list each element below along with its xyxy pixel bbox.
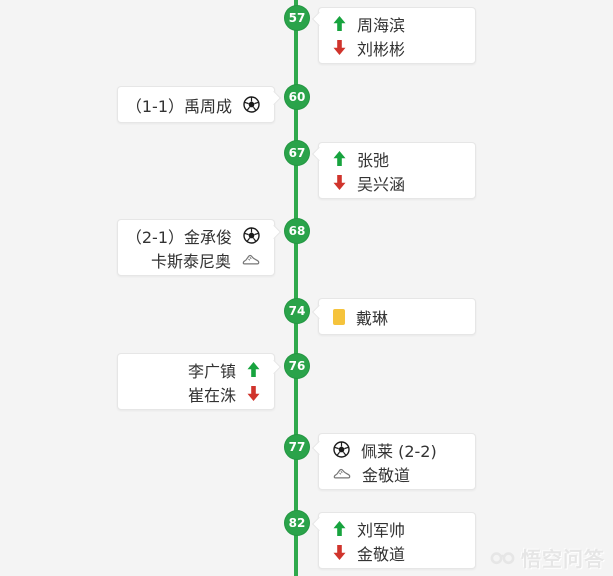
event-card-57: 周海滨刘彬彬 bbox=[311, 7, 476, 64]
minute-label: 67 bbox=[288, 146, 306, 160]
event-row: 戴琳 bbox=[319, 305, 475, 329]
soccer-ball-icon bbox=[243, 227, 260, 244]
soccer-ball-icon bbox=[333, 441, 350, 458]
event-row: 金敬道 bbox=[319, 462, 475, 486]
minute-label: 57 bbox=[288, 11, 306, 25]
minute-node-77: 77 bbox=[284, 434, 310, 460]
player-text: 周海滨 bbox=[357, 15, 406, 35]
minute-label: 82 bbox=[288, 516, 306, 530]
sub-in-arrow-icon bbox=[333, 521, 346, 536]
wukong-logo-icon bbox=[490, 550, 516, 565]
player-text: （1-1）禹周成 bbox=[125, 96, 232, 116]
minute-node-82: 82 bbox=[284, 510, 310, 536]
event-row: 卡斯泰尼奥 bbox=[118, 248, 274, 272]
player-text: 金敬道 bbox=[357, 544, 406, 564]
minute-label: 77 bbox=[288, 440, 306, 454]
event-card-77: 佩莱 (2-2) 金敬道 bbox=[311, 433, 476, 490]
sub-in-arrow-icon bbox=[247, 362, 260, 377]
sub-out-arrow-icon bbox=[333, 175, 346, 190]
event-row: 吴兴涵 bbox=[319, 171, 475, 195]
player-text: 佩莱 (2-2) bbox=[361, 441, 437, 461]
event-row: （2-1）金承俊 bbox=[118, 224, 274, 248]
minute-label: 76 bbox=[288, 359, 306, 373]
minute-label: 60 bbox=[288, 90, 306, 104]
sub-out-arrow-icon bbox=[333, 545, 346, 560]
assist-shoe-icon bbox=[242, 253, 260, 267]
event-card-68: （2-1）金承俊卡斯泰尼奥 bbox=[117, 219, 282, 276]
event-card-74: 戴琳 bbox=[311, 298, 476, 335]
minute-node-57: 57 bbox=[284, 5, 310, 31]
minute-node-60: 60 bbox=[284, 84, 310, 110]
event-card-67: 张弛吴兴涵 bbox=[311, 142, 476, 199]
sub-in-arrow-icon bbox=[333, 16, 346, 31]
event-row: 金敬道 bbox=[319, 541, 475, 565]
player-text: 刘彬彬 bbox=[357, 39, 406, 59]
minute-node-68: 68 bbox=[284, 218, 310, 244]
player-text: 张弛 bbox=[357, 150, 390, 170]
player-text: 刘军帅 bbox=[357, 520, 406, 540]
event-row: 刘彬彬 bbox=[319, 36, 475, 60]
minute-label: 74 bbox=[288, 304, 306, 318]
minute-node-74: 74 bbox=[284, 298, 310, 324]
minute-node-76: 76 bbox=[284, 353, 310, 379]
player-text: 卡斯泰尼奥 bbox=[150, 251, 231, 271]
sub-in-arrow-icon bbox=[333, 151, 346, 166]
event-card-60: （1-1）禹周成 bbox=[117, 86, 282, 123]
sub-out-arrow-icon bbox=[333, 40, 346, 55]
player-text: （2-1）金承俊 bbox=[125, 227, 232, 247]
event-row: 崔在洙 bbox=[118, 382, 274, 406]
watermark-text: 悟空问答 bbox=[521, 547, 605, 571]
player-text: 吴兴涵 bbox=[357, 174, 406, 194]
assist-shoe-icon bbox=[333, 467, 351, 481]
event-row: 佩莱 (2-2) bbox=[319, 438, 475, 462]
event-row: 李广镇 bbox=[118, 358, 274, 382]
minute-label: 68 bbox=[288, 224, 306, 238]
player-text: 金敬道 bbox=[362, 465, 411, 485]
player-text: 李广镇 bbox=[187, 361, 236, 381]
sub-out-arrow-icon bbox=[247, 386, 260, 401]
event-row: 刘军帅 bbox=[319, 517, 475, 541]
event-row: 张弛 bbox=[319, 147, 475, 171]
timeline-line bbox=[294, 0, 298, 576]
watermark: 悟空问答 bbox=[490, 543, 605, 572]
player-text: 戴琳 bbox=[356, 308, 389, 328]
soccer-ball-icon bbox=[243, 96, 260, 113]
event-card-82: 刘军帅金敬道 bbox=[311, 512, 476, 569]
minute-node-67: 67 bbox=[284, 140, 310, 166]
player-text: 崔在洙 bbox=[187, 385, 236, 405]
event-row: 周海滨 bbox=[319, 12, 475, 36]
event-row: （1-1）禹周成 bbox=[118, 93, 274, 117]
yellow-card-icon bbox=[333, 308, 345, 325]
event-card-76: 李广镇崔在洙 bbox=[117, 353, 282, 410]
